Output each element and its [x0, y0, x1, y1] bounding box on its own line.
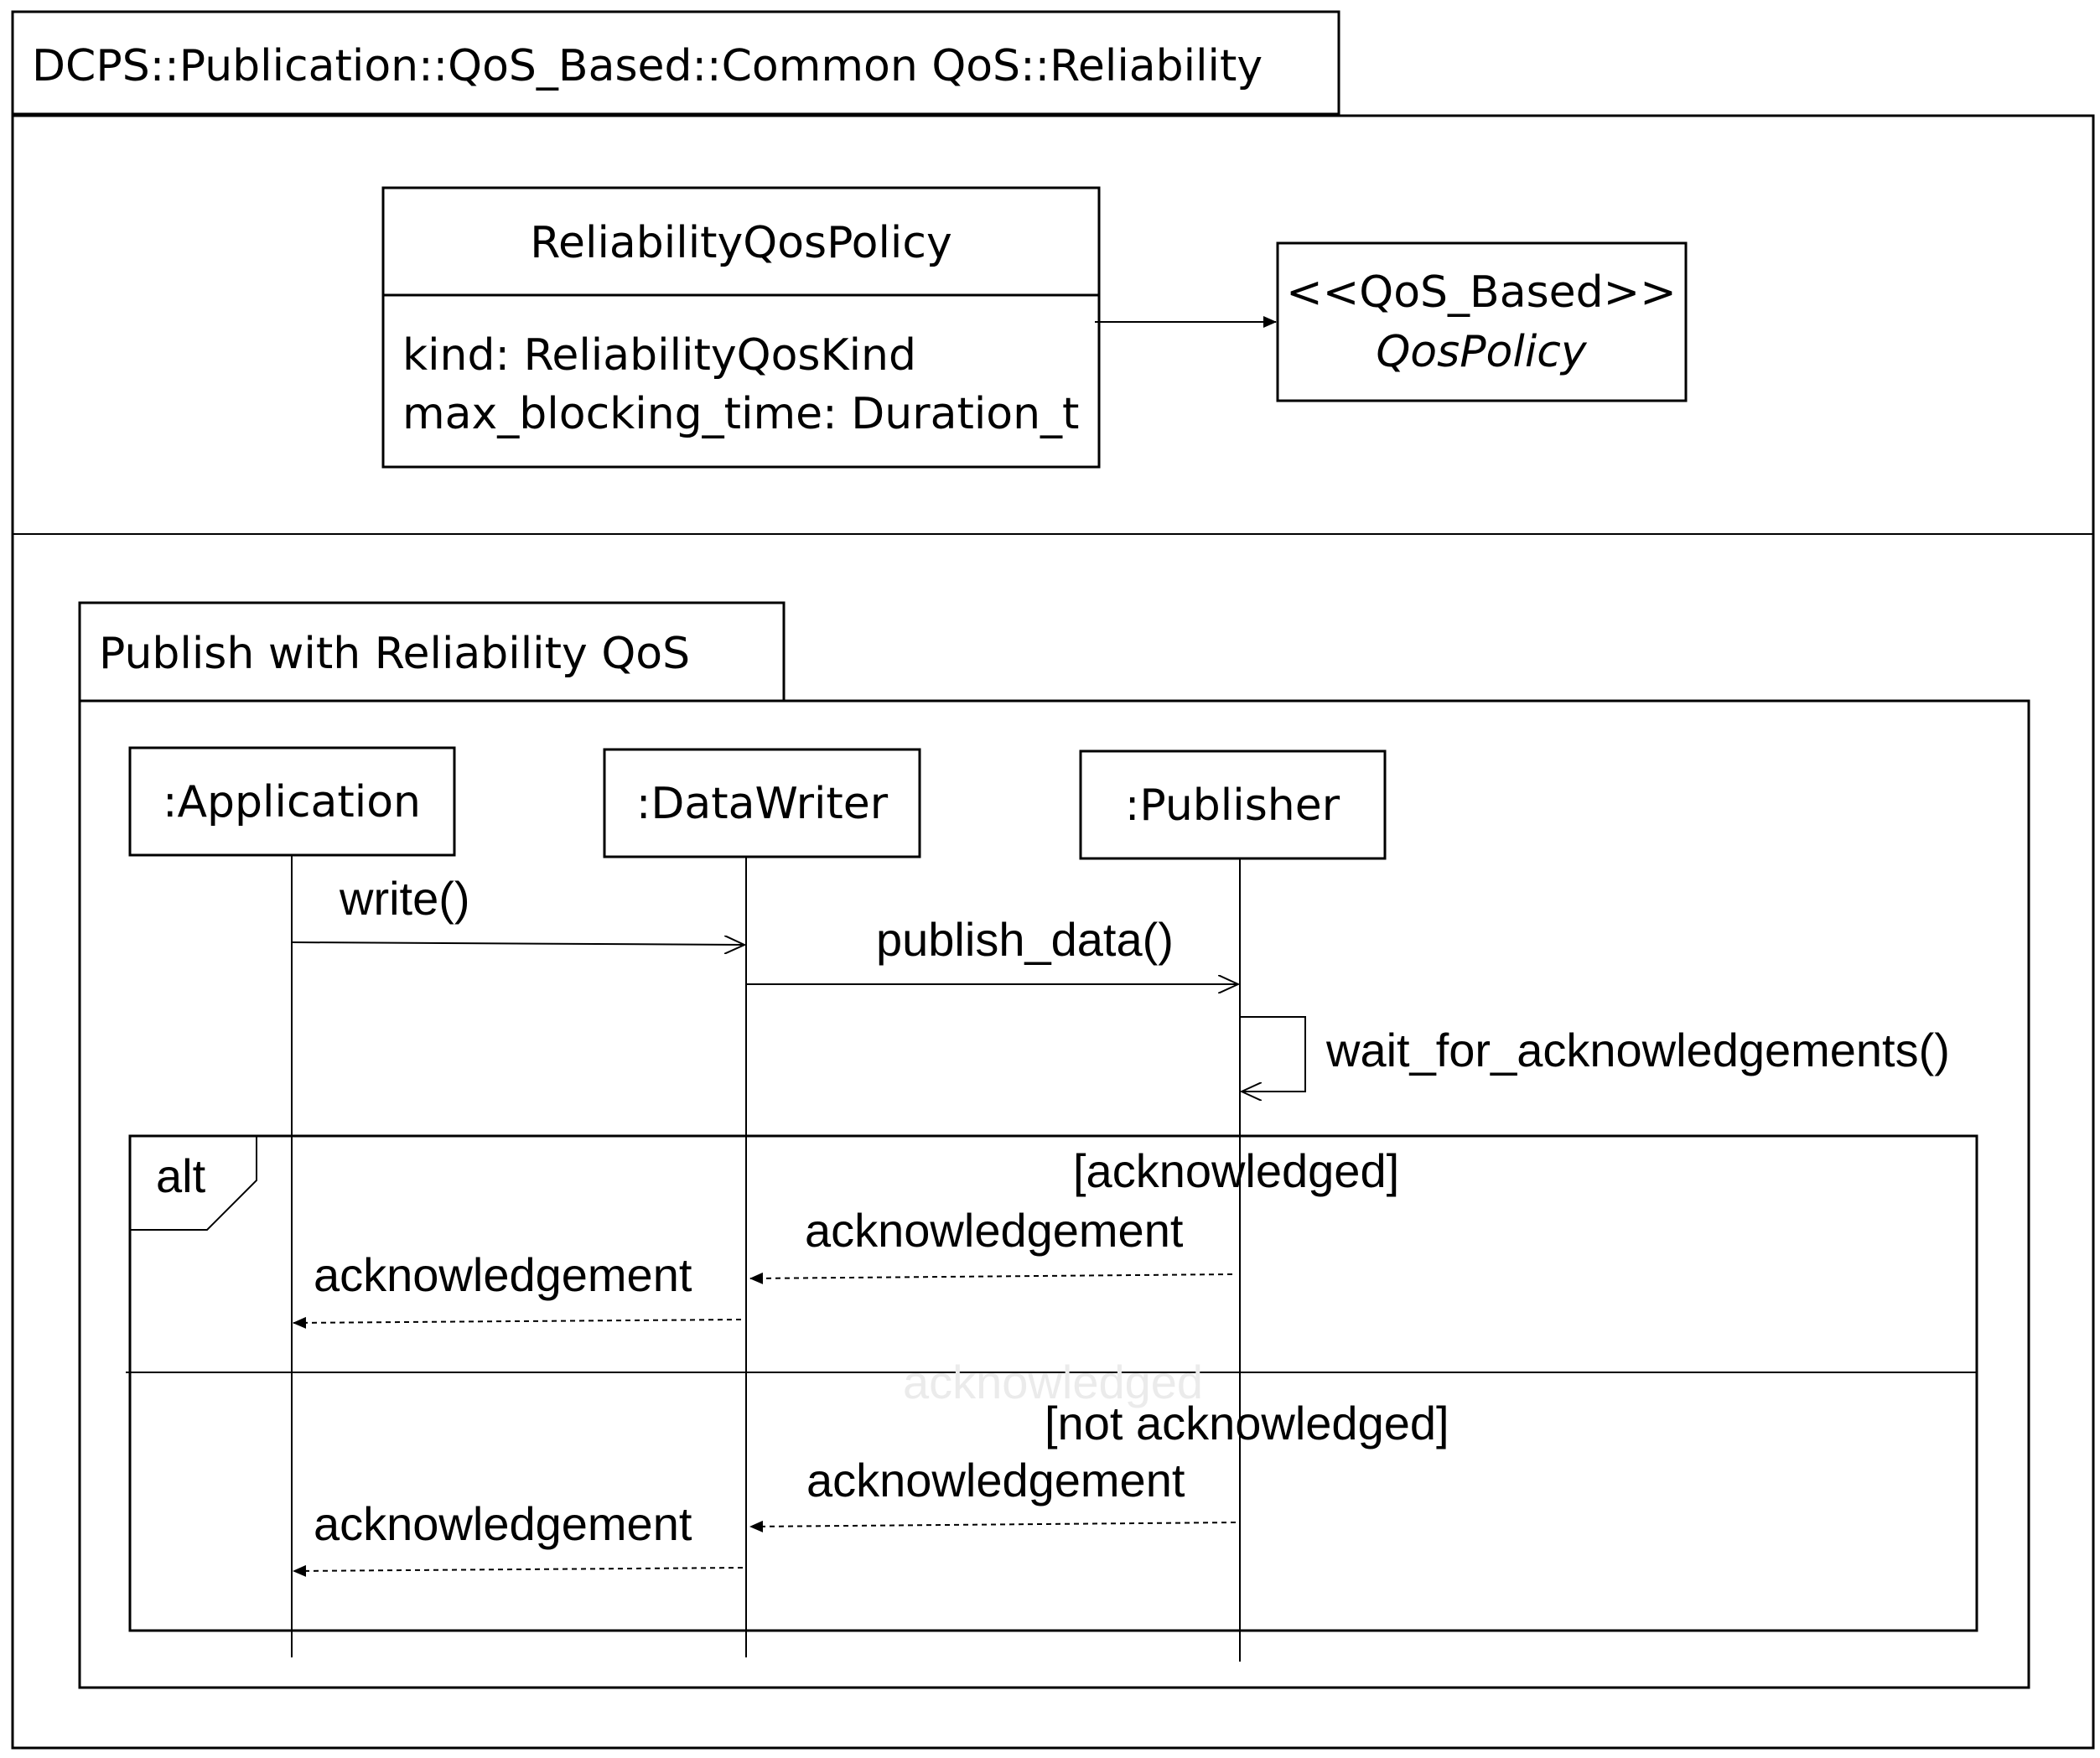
message-write: write() — [291, 872, 744, 945]
lifeline-head — [1079, 749, 1387, 860]
sequence-title: Publish with Reliability QoS — [99, 629, 690, 679]
stereotype-label: <<QoS_Based>> — [1286, 267, 1677, 318]
guard-label: [not acknowledged] — [1045, 1397, 1449, 1449]
message-label: publish_data() — [876, 913, 1174, 966]
message-label: wait_for_acknowledgements() — [1325, 1024, 1950, 1076]
message-label: acknowledgement — [805, 1204, 1184, 1257]
class-name: QosPolicy — [1376, 327, 1587, 377]
message-publish-data: publish_data() — [746, 913, 1238, 984]
lifeline-datawriter: :DataWriter — [603, 748, 921, 1657]
lifeline-head — [603, 748, 921, 858]
alt-label: alt — [156, 1149, 206, 1202]
message-label: acknowledgement — [314, 1248, 692, 1301]
message-label: acknowledgement — [314, 1497, 692, 1550]
reply-ack-to-datawriter: acknowledgement — [749, 1204, 1233, 1284]
reply-ack-to-application: acknowledgement — [293, 1248, 742, 1329]
package-title: DCPS::Publication::QoS_Based::Common QoS… — [32, 41, 1263, 91]
message-label: acknowledgement — [806, 1454, 1185, 1506]
lifeline-label: :DataWriter — [636, 779, 889, 829]
alt-fragment: alt acknowledged [acknowledged] acknowle… — [126, 1134, 1978, 1632]
alt-label-pentagon — [130, 1136, 257, 1231]
lifeline-application: :Application — [128, 746, 456, 1657]
sequence-frame: Publish with Reliability QoS — [78, 601, 2030, 1689]
watermark-text: acknowledged — [903, 1356, 1203, 1408]
lifeline-label: :Application — [163, 777, 421, 827]
message-self-call: wait_for_acknowledgements() — [1240, 1016, 1950, 1092]
sequence-body — [78, 699, 2030, 1689]
lifeline-publisher: :Publisher — [1079, 749, 1387, 1662]
class-attribute: max_blocking_time: Duration_t — [402, 389, 1079, 439]
package-tab — [11, 10, 1340, 116]
alt-frame — [128, 1134, 1978, 1632]
class-qos-policy: <<QoS_Based>> QosPolicy — [1276, 241, 1688, 402]
message-label: write() — [339, 872, 470, 925]
class-attribute: kind: ReliabilityQosKind — [402, 330, 916, 381]
reply-ack-to-datawriter: acknowledgement — [749, 1454, 1237, 1532]
guard-label: [acknowledged] — [1073, 1144, 1399, 1197]
class-reliability-qos-policy: ReliabilityQosPolicy kind: ReliabilityQo… — [381, 186, 1101, 469]
lifeline-head — [128, 746, 456, 857]
reply-ack-to-application: acknowledgement — [293, 1497, 744, 1577]
sequence-tab — [78, 601, 786, 703]
lifeline-label: :Publisher — [1125, 780, 1340, 831]
class-name: ReliabilityQosPolicy — [530, 218, 951, 268]
